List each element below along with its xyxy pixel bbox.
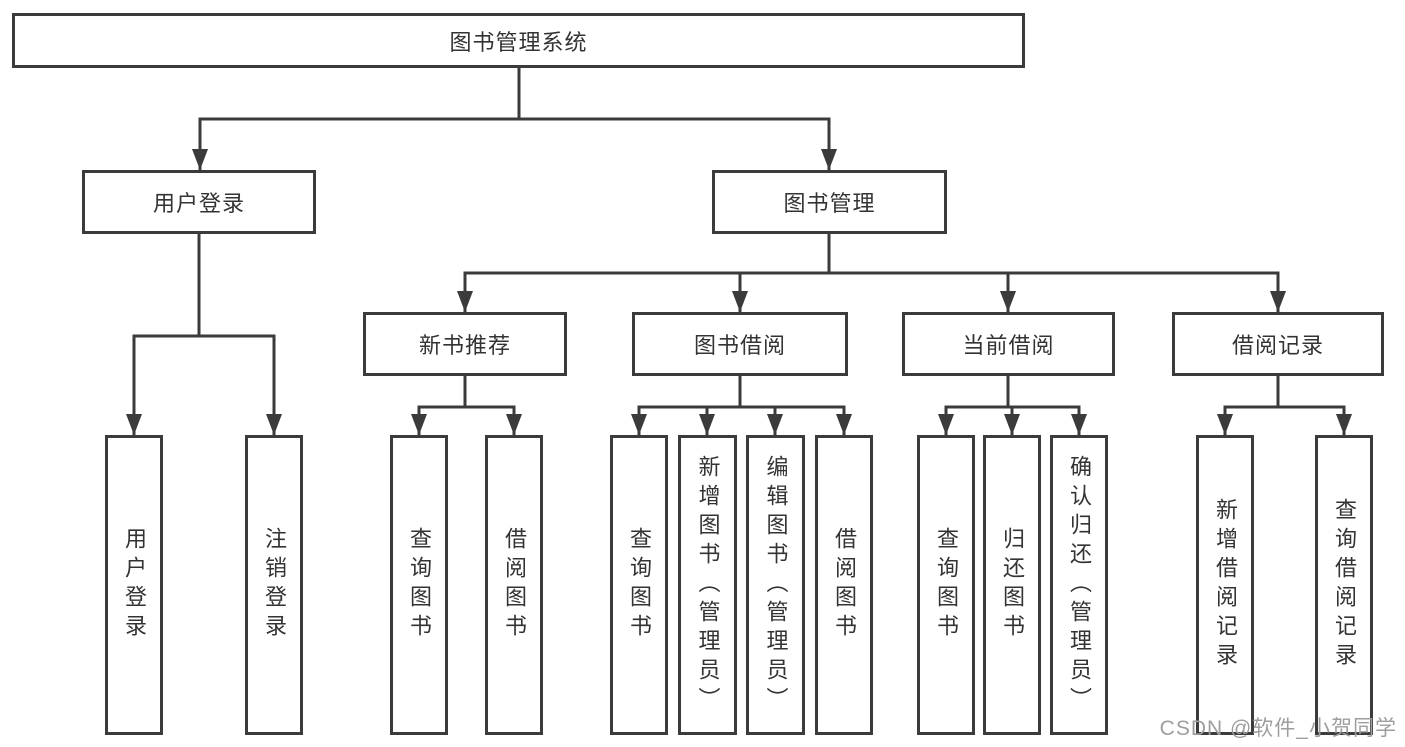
node-leaf-add-borrow-record-label: 新增借阅记录 (1213, 498, 1238, 672)
node-leaf-query-borrow-record: 查询借阅记录 (1315, 435, 1373, 735)
node-leaf-confirm-return-admin-label: 确认归还（管理员） (1067, 454, 1092, 716)
connector-new-book-recommend-trunk (417, 374, 516, 409)
node-root: 图书管理系统 (12, 13, 1025, 68)
node-leaf-borrow-books-2-label: 借阅图书 (832, 527, 857, 643)
node-new-book-recommend-label: 新书推荐 (418, 333, 511, 358)
node-leaf-query-borrow-record-label: 查询借阅记录 (1332, 498, 1357, 672)
watermark-text: CSDN @软件_小贺同学 (1159, 717, 1397, 740)
node-book-borrow-label: 图书借阅 (693, 333, 786, 358)
connector-book-management-trunk (463, 232, 1280, 275)
node-leaf-query-books-2: 查询图书 (610, 435, 668, 735)
node-leaf-borrow-books-1: 借阅图书 (485, 435, 543, 735)
node-leaf-borrow-books-2: 借阅图书 (815, 435, 873, 735)
node-leaf-query-books-3: 查询图书 (917, 435, 975, 735)
connector-user-login-trunk (132, 232, 276, 338)
node-leaf-query-books-1: 查询图书 (390, 435, 448, 735)
node-new-book-recommend: 新书推荐 (363, 312, 567, 376)
node-leaf-return-book: 归还图书 (983, 435, 1041, 735)
node-leaf-borrow-books-1-label: 借阅图书 (502, 527, 527, 643)
node-leaf-confirm-return-admin: 确认归还（管理员） (1050, 435, 1108, 735)
node-leaf-edit-book-admin-label: 编辑图书（管理员） (763, 454, 789, 716)
node-leaf-add-book-admin: 新增图书（管理员） (678, 435, 737, 735)
node-current-borrow-label: 当前借阅 (962, 333, 1055, 358)
node-user-login-branch-label: 用户登录 (152, 191, 245, 216)
connector-borrow-records-trunk (1223, 374, 1346, 409)
node-root-label: 图书管理系统 (449, 29, 588, 55)
node-leaf-return-book-label: 归还图书 (1000, 527, 1025, 643)
node-book-borrow: 图书借阅 (632, 312, 848, 376)
node-leaf-add-borrow-record: 新增借阅记录 (1196, 435, 1254, 735)
node-leaf-logout-label: 注销登录 (262, 527, 287, 643)
connector-current-borrow-trunk (944, 374, 1081, 409)
node-leaf-user-login: 用户登录 (105, 435, 163, 735)
node-book-management-label: 图书管理 (783, 191, 876, 216)
node-leaf-add-book-admin-label: 新增图书（管理员） (695, 454, 721, 716)
node-current-borrow: 当前借阅 (902, 312, 1115, 376)
node-leaf-query-books-3-label: 查询图书 (934, 527, 959, 643)
node-user-login-branch: 用户登录 (82, 170, 316, 234)
connector-root-trunk (198, 66, 831, 121)
node-leaf-user-login-label: 用户登录 (122, 527, 147, 643)
connector-book-borrow-trunk (637, 374, 846, 409)
node-leaf-edit-book-admin: 编辑图书（管理员） (746, 435, 805, 735)
node-leaf-query-books-1-label: 查询图书 (407, 527, 432, 643)
node-leaf-logout: 注销登录 (245, 435, 303, 735)
node-borrow-records: 借阅记录 (1172, 312, 1384, 376)
node-borrow-records-label: 借阅记录 (1231, 333, 1324, 358)
node-book-management: 图书管理 (712, 170, 947, 234)
node-leaf-query-books-2-label: 查询图书 (627, 527, 652, 643)
